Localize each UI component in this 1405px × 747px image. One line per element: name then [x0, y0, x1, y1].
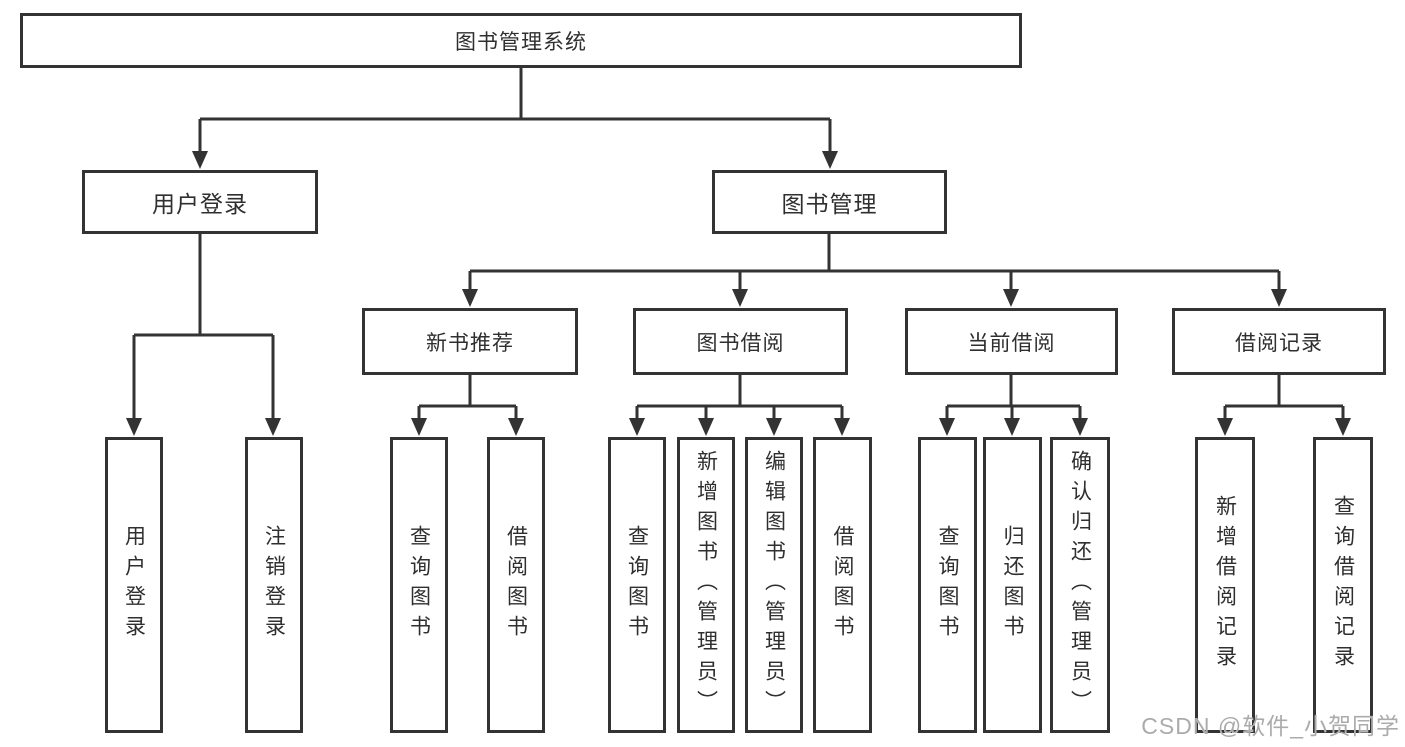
node-label: 新书推荐: [426, 331, 514, 355]
leaf-query-books-2: 查询图书: [608, 437, 666, 733]
node-label: 确认归还（管理员）: [1068, 450, 1092, 720]
node-label: 编辑图书（管理员）: [762, 450, 786, 720]
csdn-watermark: CSDN @软件_小贺同学: [1141, 713, 1400, 739]
leaf-query-borrow-record: 查询借阅记录: [1313, 437, 1373, 733]
node-label: 归还图书: [1001, 525, 1024, 645]
node-label: 注销登录: [262, 525, 286, 645]
leaf-query-books-1: 查询图书: [390, 437, 448, 733]
node-root-system: 图书管理系统: [20, 13, 1022, 68]
leaf-query-books-3: 查询图书: [918, 437, 977, 733]
node-label: 查询图书: [625, 525, 649, 645]
leaf-borrow-books-2: 借阅图书: [813, 437, 872, 733]
leaf-edit-book-admin: 编辑图书（管理员）: [745, 437, 803, 733]
node-label: 新增图书（管理员）: [694, 450, 718, 720]
node-label: 图书管理系统: [455, 30, 587, 54]
node-book-borrow: 图书借阅: [633, 308, 848, 375]
arrowheads: [126, 151, 1351, 436]
node-label: 查询图书: [936, 525, 959, 645]
leaf-user-login: 用户登录: [105, 437, 163, 733]
node-label: 图书借阅: [696, 331, 785, 355]
node-label: 用户登录: [122, 525, 146, 645]
leaf-add-borrow-record: 新增借阅记录: [1195, 437, 1255, 733]
leaf-borrow-books-1: 借阅图书: [487, 437, 545, 733]
node-user-login: 用户登录: [82, 170, 318, 234]
node-label: 借阅图书: [504, 525, 528, 645]
leaf-return-book: 归还图书: [983, 437, 1042, 733]
node-new-book-recommend: 新书推荐: [362, 308, 578, 375]
node-label: 查询借阅记录: [1331, 495, 1355, 675]
node-label: 新增借阅记录: [1213, 495, 1237, 675]
node-borrow-records: 借阅记录: [1172, 308, 1386, 375]
leaf-logout: 注销登录: [245, 437, 303, 733]
node-label: 当前借阅: [967, 331, 1056, 355]
node-current-borrow: 当前借阅: [905, 308, 1118, 375]
node-label: 借阅记录: [1235, 331, 1323, 355]
node-label: 用户登录: [152, 191, 248, 217]
node-label: 图书管理: [781, 191, 878, 217]
leaf-confirm-return-admin: 确认归还（管理员）: [1050, 437, 1110, 733]
leaf-add-book-admin: 新增图书（管理员）: [677, 437, 735, 733]
node-label: 借阅图书: [831, 525, 854, 645]
node-book-management: 图书管理: [712, 170, 947, 234]
node-label: 查询图书: [407, 525, 431, 645]
